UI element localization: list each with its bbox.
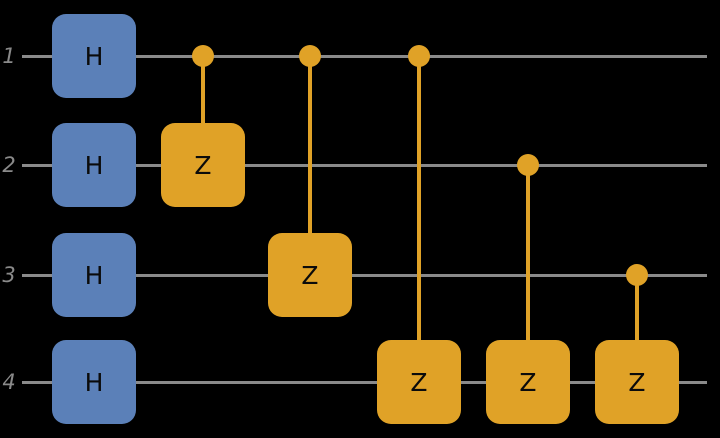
control-dot-q2-col5 xyxy=(517,154,539,176)
h-gate-label: H xyxy=(84,41,104,71)
z-gate-label: Z xyxy=(410,367,428,397)
z-gate-q4-target-of-q1: Z xyxy=(377,340,461,424)
z-gate-q3-target-of-q1: Z xyxy=(268,233,352,317)
qubit-wire-1 xyxy=(22,54,707,58)
cz-connector-q2-q4 xyxy=(526,165,530,382)
qubit-wire-2 xyxy=(22,163,707,167)
z-gate-label: Z xyxy=(301,260,319,290)
qubit-label-4: 4 xyxy=(2,370,16,394)
h-gate-q3: H xyxy=(52,233,136,317)
h-gate-q4: H xyxy=(52,340,136,424)
h-gate-q2: H xyxy=(52,123,136,207)
z-gate-label: Z xyxy=(519,367,537,397)
qubit-wire-3 xyxy=(22,273,707,277)
qubit-label-1: 1 xyxy=(2,44,16,68)
cz-connector-q3-q4 xyxy=(635,275,639,382)
h-gate-label: H xyxy=(84,367,104,397)
qubit-label-2: 2 xyxy=(2,153,16,177)
cz-connector-q1-q3 xyxy=(308,56,312,275)
z-gate-q4-target-of-q2: Z xyxy=(486,340,570,424)
h-gate-label: H xyxy=(84,260,104,290)
h-gate-q1: H xyxy=(52,14,136,98)
z-gate-q4-target-of-q3: Z xyxy=(595,340,679,424)
z-gate-label: Z xyxy=(628,367,646,397)
cz-connector-q1-q4 xyxy=(417,56,421,382)
qubit-label-3: 3 xyxy=(2,263,16,287)
control-dot-q1-col2 xyxy=(192,45,214,67)
control-dot-q1-col3 xyxy=(299,45,321,67)
control-dot-q3-col6 xyxy=(626,264,648,286)
cz-connector-q1-q2 xyxy=(201,56,205,165)
z-gate-label: Z xyxy=(194,150,212,180)
qubit-wire-4 xyxy=(22,380,707,384)
h-gate-label: H xyxy=(84,150,104,180)
z-gate-q2-target-of-q1: Z xyxy=(161,123,245,207)
control-dot-q1-col4 xyxy=(408,45,430,67)
